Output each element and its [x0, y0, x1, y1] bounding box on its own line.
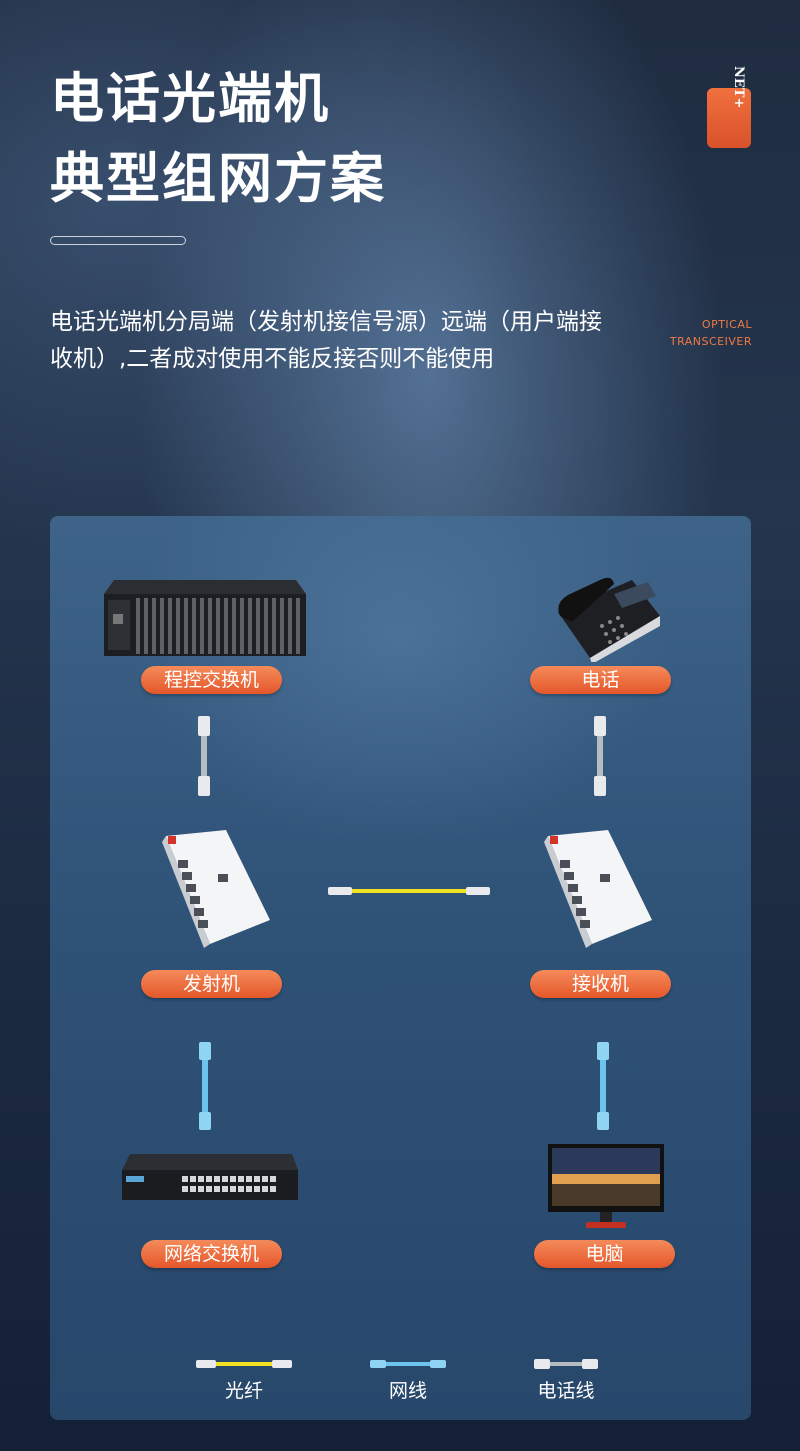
brand-logo-badge — [707, 88, 751, 148]
side-label: OPTICAL TRANSCEIVER — [670, 316, 752, 350]
label-network-switch: 网络交换机 — [141, 1240, 282, 1268]
legend-network-cable-icon — [370, 1360, 446, 1368]
label-pbx: 程控交换机 — [141, 666, 282, 694]
label-phone: 电话 — [530, 666, 671, 694]
legend-fiber-label: 光纤 — [224, 1380, 263, 1402]
label-transmitter: 发射机 — [141, 970, 282, 998]
computer-monitor-image — [548, 1144, 664, 1228]
fiber-cable-link — [328, 887, 490, 895]
label-receiver: 接收机 — [530, 970, 671, 998]
description: 电话光端机分局端（发射机接信号源）远端（用户端接收机）,二者成对使用不能反接否则… — [50, 309, 602, 372]
legend-network-cable-label: 网线 — [388, 1380, 427, 1402]
phone-cable-left — [198, 716, 210, 796]
legend-phone-cable-icon — [534, 1359, 598, 1369]
pbx-device-image — [104, 580, 306, 656]
receiver-device-image — [544, 830, 652, 948]
label-computer: 电脑 — [534, 1240, 675, 1268]
network-cable-left — [199, 1042, 211, 1130]
network-switch-image — [122, 1154, 298, 1200]
transmitter-device-image — [162, 830, 270, 948]
title-underline — [50, 236, 186, 245]
side-label-line1: OPTICAL — [701, 318, 752, 331]
page-title-line1: 电话光端机 — [50, 67, 330, 130]
legend-phone-cable-label: 电话线 — [537, 1380, 595, 1402]
phone-device-image — [558, 577, 660, 662]
page-title-line2: 典型组网方案 — [50, 147, 386, 210]
brand-logo: NET+ — [731, 66, 746, 109]
phone-cable-right — [594, 716, 606, 796]
network-cable-right — [597, 1042, 609, 1130]
network-diagram-panel: 程控交换机 电话 发射机 — [50, 516, 751, 1420]
side-label-line2: TRANSCEIVER — [669, 335, 752, 348]
legend-fiber-icon — [196, 1360, 292, 1368]
